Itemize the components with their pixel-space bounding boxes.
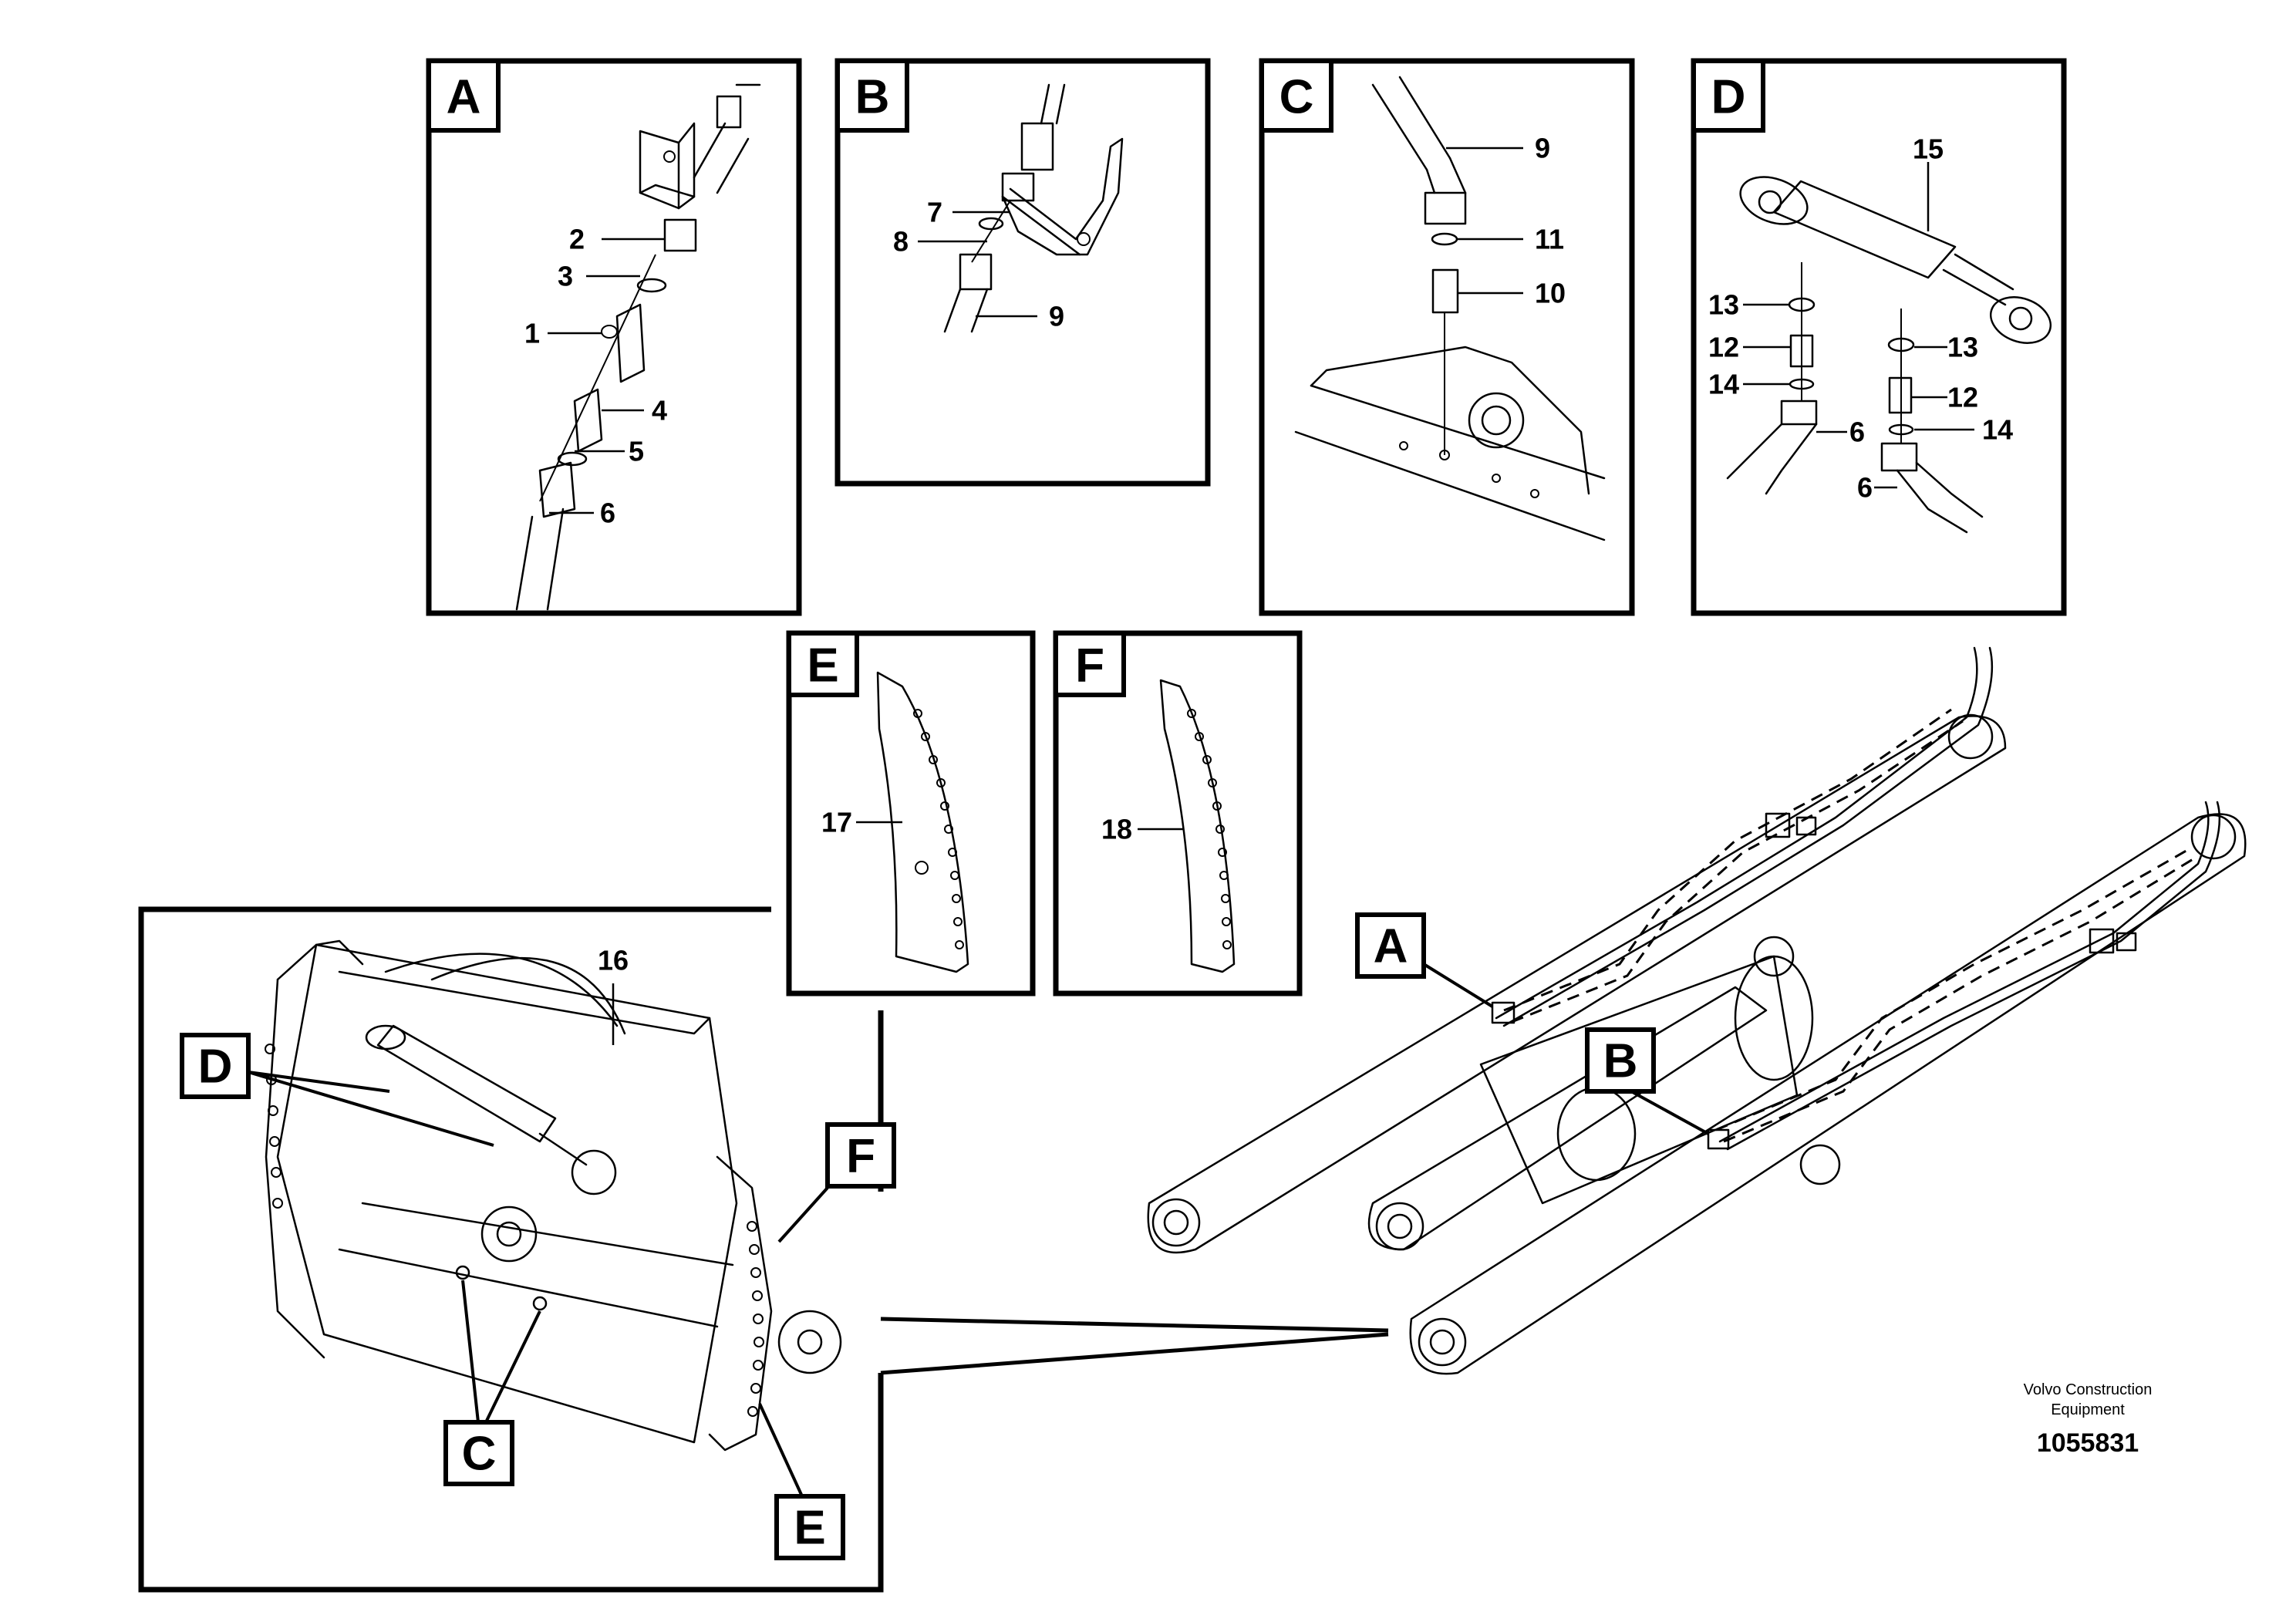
callout-b-7: 7 bbox=[927, 197, 942, 228]
document-number: 1055831 bbox=[2037, 1428, 2139, 1458]
detail-e: E 17 bbox=[786, 630, 1036, 996]
wear-plate-f bbox=[1159, 679, 1236, 973]
callout-a-4: 4 bbox=[652, 395, 667, 427]
callout-d-14-right: 14 bbox=[1982, 414, 2013, 446]
callout-d-6-right: 6 bbox=[1857, 472, 1873, 504]
callout-b-8: 8 bbox=[893, 226, 909, 258]
detail-a-tag-box bbox=[426, 59, 501, 133]
detail-c: C 9 11 10 bbox=[1259, 58, 1635, 616]
callout-a-6: 6 bbox=[600, 497, 615, 529]
wear-plate-e bbox=[876, 671, 969, 973]
detail-a: A 2 3 1 4 5 6 bbox=[426, 58, 802, 616]
callout-f-18: 18 bbox=[1101, 814, 1132, 845]
footer: Volvo Construction Equipment 1055831 bbox=[2024, 1381, 2153, 1458]
machine-tag-a: A bbox=[1374, 920, 1408, 973]
callout-a-2: 2 bbox=[569, 224, 585, 255]
callout-d-12-right: 12 bbox=[1947, 382, 1978, 413]
callout-d-6-left: 6 bbox=[1849, 416, 1865, 448]
callout-c-11: 11 bbox=[1535, 224, 1564, 255]
main-tag-c: C bbox=[462, 1428, 497, 1481]
detail-c-tag-box bbox=[1259, 59, 1333, 133]
company-name-line1: Volvo Construction bbox=[2024, 1381, 2153, 1398]
main-view: 16 D F C E bbox=[138, 906, 1389, 1593]
detail-b-tag-box bbox=[835, 59, 909, 133]
detail-b-tag: B bbox=[855, 71, 890, 124]
callout-a-3: 3 bbox=[558, 261, 573, 292]
main-tag-c-box bbox=[443, 1420, 514, 1486]
main-tag-d: D bbox=[198, 1040, 233, 1094]
callout-c-9: 9 bbox=[1535, 133, 1550, 164]
detail-f-tag-box bbox=[1054, 631, 1126, 697]
detail-b: B 7 8 9 bbox=[834, 58, 1211, 487]
main-tag-e: E bbox=[794, 1502, 825, 1555]
detail-f-tag: F bbox=[1075, 639, 1104, 693]
callout-d-13-right: 13 bbox=[1947, 332, 1978, 363]
callout-c-10: 10 bbox=[1535, 278, 1566, 309]
callout-e-17: 17 bbox=[821, 807, 852, 838]
main-tag-f: F bbox=[846, 1130, 875, 1183]
callout-d-15: 15 bbox=[1913, 133, 1944, 165]
main-tag-f-box bbox=[825, 1122, 896, 1189]
callout-d-13-left: 13 bbox=[1708, 289, 1739, 321]
callout-d-14-left: 14 bbox=[1708, 369, 1739, 400]
callout-d-12-left: 12 bbox=[1708, 332, 1739, 363]
machine-tag-b-box bbox=[1585, 1027, 1656, 1094]
callout-main-16: 16 bbox=[598, 945, 629, 976]
detail-d-tag: D bbox=[1711, 71, 1746, 124]
company-name-line2: Equipment bbox=[2051, 1401, 2125, 1418]
callout-a-5: 5 bbox=[629, 436, 644, 467]
main-tag-d-box bbox=[180, 1033, 251, 1099]
detail-e-tag-box bbox=[787, 631, 859, 697]
callout-b-9: 9 bbox=[1049, 301, 1064, 332]
detail-e-tag: E bbox=[807, 639, 838, 693]
machine-tag-a-box bbox=[1355, 912, 1426, 979]
main-tag-e-box bbox=[774, 1494, 845, 1560]
detail-c-tag: C bbox=[1279, 71, 1314, 124]
callout-a-1: 1 bbox=[524, 318, 540, 349]
machine-view: A B bbox=[1147, 646, 2247, 1375]
detail-d: D 15 13 12 14 6 13 12 bbox=[1691, 58, 2067, 616]
detail-f: F 18 bbox=[1053, 630, 1303, 996]
detail-a-tag: A bbox=[447, 71, 481, 124]
machine-tag-b: B bbox=[1603, 1035, 1638, 1088]
detail-d-tag-box bbox=[1691, 59, 1765, 133]
